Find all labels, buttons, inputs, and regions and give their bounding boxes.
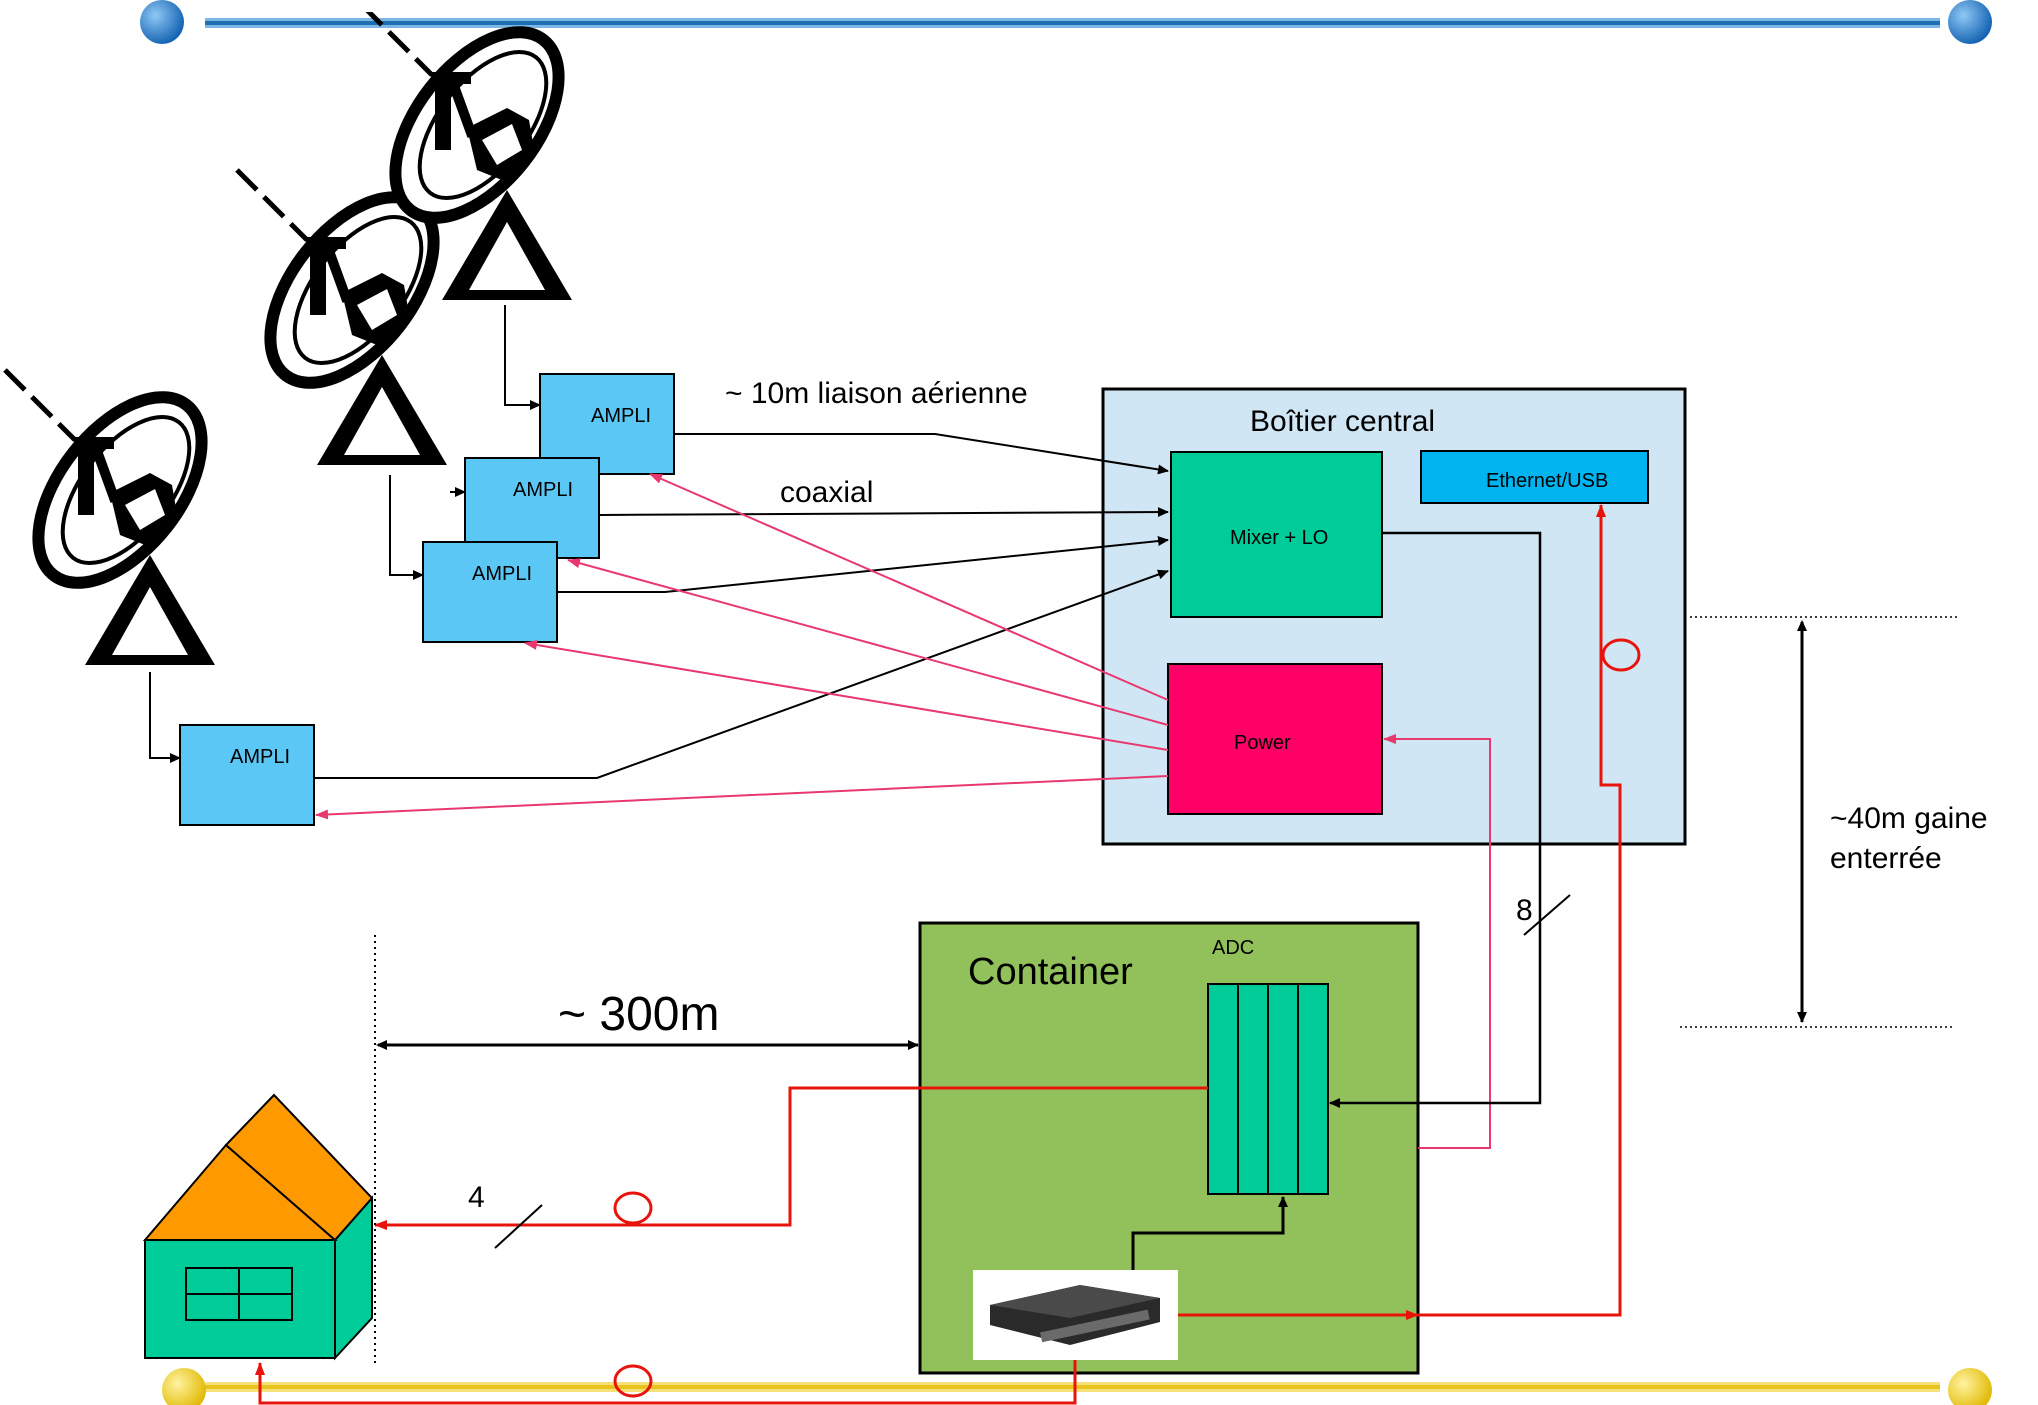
ampli-box-4 [179,724,315,826]
ampli-label-3: AMPLI [472,563,532,585]
container-label: Container [968,951,1133,993]
top-left-ball [140,0,184,44]
bus-slash-4 [494,1204,543,1249]
ethernet-usb-label: Ethernet/USB [1486,470,1608,492]
top-border-bar [140,0,1992,44]
gaine-label-line1: ~40m gaine [1830,802,1988,835]
parabolic-dish-icon [5,368,234,665]
signal-lines [314,433,1169,779]
ampli-box-3 [422,541,558,643]
ampli-label-1: AMPLI [591,405,651,427]
ethernet-usb-block [1420,450,1649,504]
fiber-loop-icon [613,1364,653,1398]
fiber-loop-icon [1601,638,1641,672]
network-switch-icon [973,1270,1178,1360]
data-lines [255,504,1622,1405]
air-link-label: ~ 10m liaison aérienne [725,377,1028,410]
switch-to-adc-line [1131,1196,1288,1270]
bus-count-8: 8 [1516,894,1533,927]
ampli-label-4: AMPLI [230,746,290,768]
adc-label: ADC [1212,937,1254,959]
bus-count-4: 4 [468,1181,485,1214]
bottom-right-ball [1948,1368,1992,1405]
distance-label: ~ 300m [558,988,719,1041]
mixer-block [1170,451,1383,618]
coaxial-label: coaxial [780,476,873,509]
power-lines [315,473,1491,1149]
power-label: Power [1234,732,1291,754]
top-right-ball [1948,0,1992,44]
central-box-label: Boîtier central [1250,405,1435,438]
mixer-to-adc-line [1329,531,1542,1108]
bottom-left-ball [162,1368,206,1405]
mixer-label: Mixer + LO [1230,527,1328,549]
gaine-label-line2: enterrée [1830,842,1942,875]
bottom-border-bar [162,1368,1992,1405]
power-block [1167,663,1383,815]
house-icon [142,1093,374,1361]
ampli-label-2: AMPLI [513,479,573,501]
bus-slash-8 [1523,894,1571,936]
adc-boards [1207,983,1329,1195]
feed-lines [149,305,541,763]
fiber-loop-icon [613,1191,653,1225]
